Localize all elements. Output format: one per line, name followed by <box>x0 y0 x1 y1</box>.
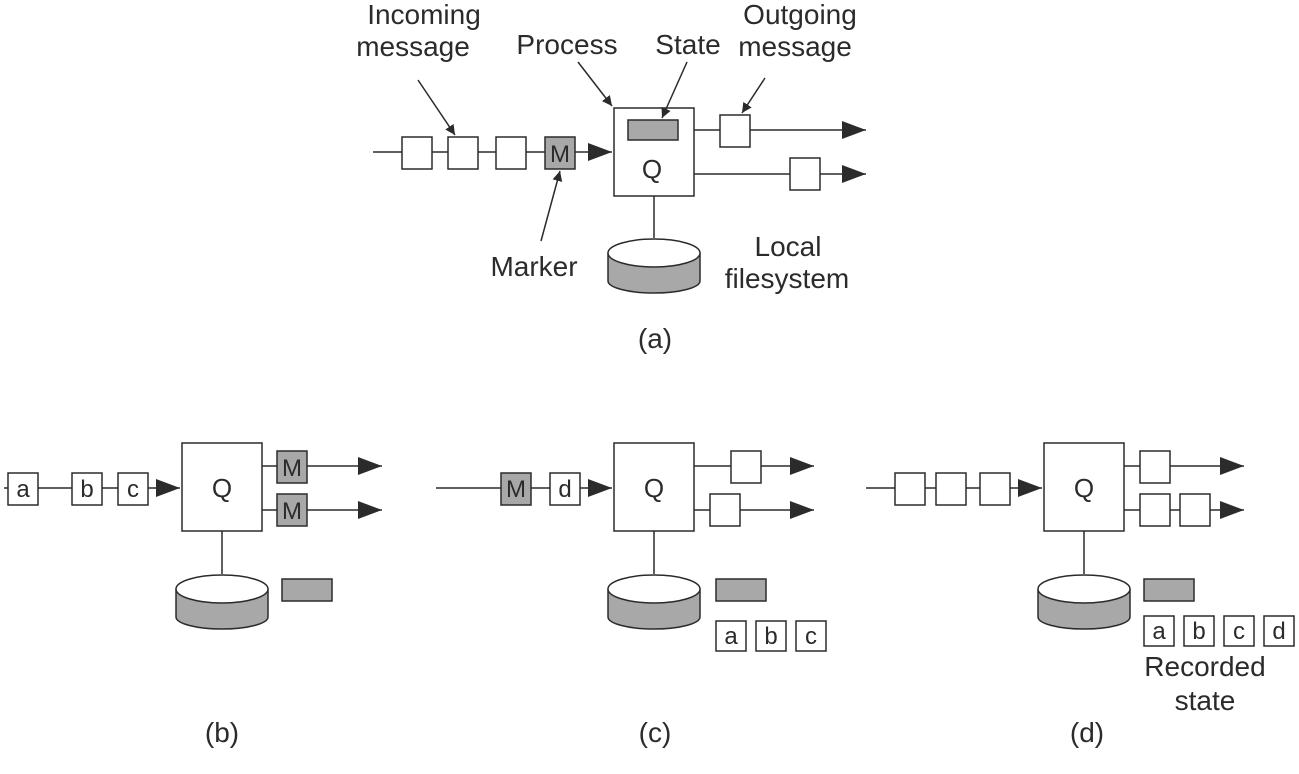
caption-c: (c) <box>639 717 672 748</box>
recorded-message-box <box>755 620 787 652</box>
recorded-state-box <box>715 578 767 602</box>
panel-a: M Q Incoming message Process State Outgo… <box>356 0 866 354</box>
marker-box <box>544 136 576 170</box>
incoming-message-label: c <box>127 476 139 503</box>
recorded-message-label: a <box>724 623 738 650</box>
incoming-message-box <box>117 472 149 506</box>
outgoing-message-box <box>709 493 741 527</box>
marker-callout-arrow <box>540 170 563 242</box>
panel-d: Q a b c d Recorded state (d) <box>866 442 1295 748</box>
recorded-state-label-line1: Recorded <box>1144 651 1265 682</box>
process-box <box>181 442 263 532</box>
process-name: Q <box>642 154 662 184</box>
filesystem-cylinder <box>607 238 701 294</box>
state-label: State <box>655 29 720 60</box>
incoming-message-box <box>935 472 967 506</box>
outgoing-message-box <box>1139 493 1171 527</box>
state-box <box>627 119 679 141</box>
filesystem-label-line2: filesystem <box>725 263 849 294</box>
process-label: Process <box>516 29 617 60</box>
marker-symbol: M <box>282 455 302 482</box>
marker-symbol: M <box>506 476 526 503</box>
outgoing-label-line1: Outgoing <box>743 0 857 30</box>
filesystem-cylinder <box>1037 574 1131 630</box>
recorded-message-box <box>1183 615 1215 647</box>
recorded-state-box <box>1143 578 1195 602</box>
incoming-message-box <box>894 472 926 506</box>
outgoing-message-box <box>719 114 751 148</box>
marker-box <box>276 450 308 484</box>
panel-c: M d Q a b c (c) <box>436 442 827 748</box>
recorded-message-box <box>1143 615 1175 647</box>
filesystem-label-line1: Local <box>755 231 822 262</box>
incoming-callout-arrow <box>417 79 456 136</box>
recorded-message-label: c <box>1233 618 1245 645</box>
recorded-state-label-line2: state <box>1175 685 1236 716</box>
caption-d: (d) <box>1070 717 1104 748</box>
panel-b: a b c Q M M (b) <box>4 442 382 748</box>
state-callout-arrow <box>661 61 688 119</box>
recorded-message-label: a <box>1152 618 1166 645</box>
filesystem-cylinder <box>175 574 269 630</box>
outgoing-message-box <box>1139 450 1171 484</box>
incoming-message-box <box>979 472 1011 506</box>
incoming-message-box <box>71 472 103 506</box>
incoming-message-label: a <box>16 476 30 503</box>
marker-box <box>500 472 532 506</box>
marker-symbol: M <box>282 498 302 525</box>
incoming-message-box <box>495 136 527 170</box>
incoming-label-line2: message <box>356 31 470 62</box>
outgoing-label-line2: message <box>738 31 852 62</box>
incoming-label-line1: Incoming <box>367 0 481 30</box>
recorded-message-box <box>1223 615 1255 647</box>
caption-a: (a) <box>638 323 672 354</box>
filesystem-cylinder <box>607 574 701 630</box>
process-callout-arrow <box>577 61 613 107</box>
outgoing-message-box <box>789 157 821 191</box>
outgoing-callout-arrow <box>741 77 766 114</box>
marker-label: Marker <box>490 251 577 282</box>
recorded-message-box <box>1263 615 1295 647</box>
incoming-message-box <box>401 136 433 170</box>
recorded-message-label: b <box>764 623 777 650</box>
outgoing-message-box <box>1179 493 1211 527</box>
incoming-message-box <box>447 136 479 170</box>
marker-symbol: M <box>550 141 570 168</box>
incoming-message-label: d <box>558 476 571 503</box>
outgoing-message-box <box>730 450 762 484</box>
recorded-message-box <box>795 620 827 652</box>
incoming-message-label: b <box>80 476 93 503</box>
recorded-state-box <box>281 578 333 602</box>
marker-box <box>276 493 308 527</box>
process-box <box>1043 442 1125 532</box>
process-name: Q <box>1074 473 1094 503</box>
recorded-message-label: d <box>1272 618 1285 645</box>
recorded-message-label: c <box>805 623 817 650</box>
caption-b: (b) <box>205 717 239 748</box>
recorded-message-label: b <box>1192 618 1205 645</box>
incoming-message-box <box>549 472 581 506</box>
incoming-message-box <box>7 472 39 506</box>
process-name: Q <box>212 473 232 503</box>
recorded-message-box <box>715 620 747 652</box>
process-name: Q <box>644 473 664 503</box>
